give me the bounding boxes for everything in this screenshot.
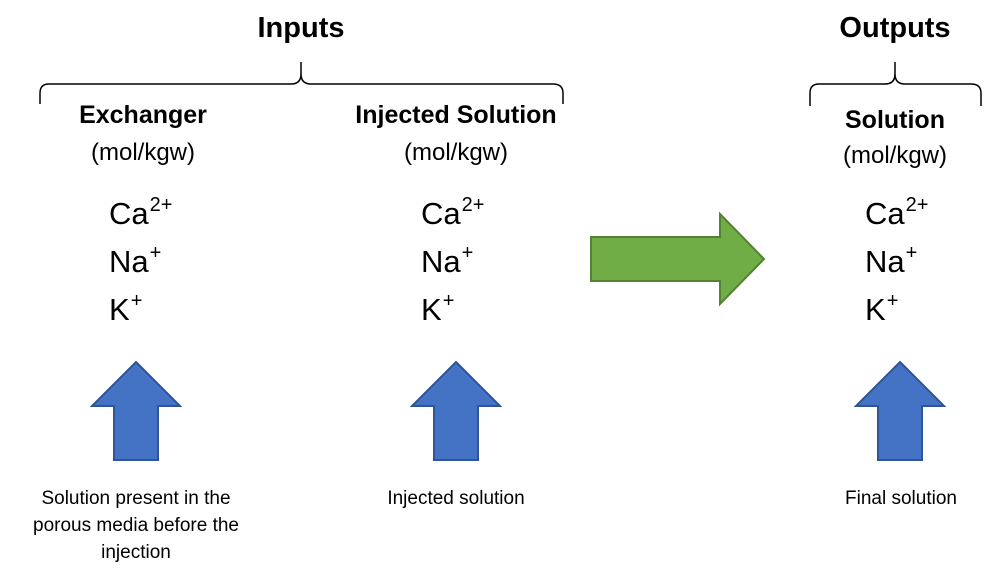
solution-up-arrow <box>853 360 947 461</box>
exchanger-title: Exchanger <box>79 101 207 129</box>
injected-unit: (mol/kgw) <box>403 139 508 166</box>
ion-potassium: K+ <box>421 290 455 327</box>
inputs-brace <box>39 62 564 104</box>
ion-calcium: Ca2+ <box>109 194 173 231</box>
solution-caption: Final solution <box>845 488 957 509</box>
ion-sodium: Na+ <box>421 242 474 279</box>
solution-unit: (mol/kgw) <box>842 142 947 169</box>
ion-sodium: Na+ <box>865 242 918 279</box>
solution-ion-list: Ca2+ Na+ K+ <box>865 192 928 336</box>
solution-title: Solution <box>845 106 945 134</box>
injected-ion-list: Ca2+ Na+ K+ <box>421 192 484 336</box>
ion-calcium: Ca2+ <box>421 194 485 231</box>
process-arrow <box>590 211 766 307</box>
injected-up-arrow <box>409 360 503 461</box>
exchanger-ion-list: Ca2+ Na+ K+ <box>109 192 172 336</box>
injected-caption: Injected solution <box>387 488 525 509</box>
outputs-heading: Outputs <box>839 12 951 44</box>
inputs-heading: Inputs <box>257 12 345 44</box>
injected-title: Injected Solution <box>355 101 557 129</box>
ion-potassium: K+ <box>865 290 899 327</box>
ion-sodium: Na+ <box>109 242 162 279</box>
exchanger-up-arrow <box>89 360 183 461</box>
ion-calcium: Ca2+ <box>865 194 929 231</box>
exchanger-unit: (mol/kgw) <box>90 139 195 166</box>
outputs-brace <box>809 62 982 106</box>
exchanger-caption: Solution present in the porous media bef… <box>33 488 239 563</box>
ion-potassium: K+ <box>109 290 143 327</box>
